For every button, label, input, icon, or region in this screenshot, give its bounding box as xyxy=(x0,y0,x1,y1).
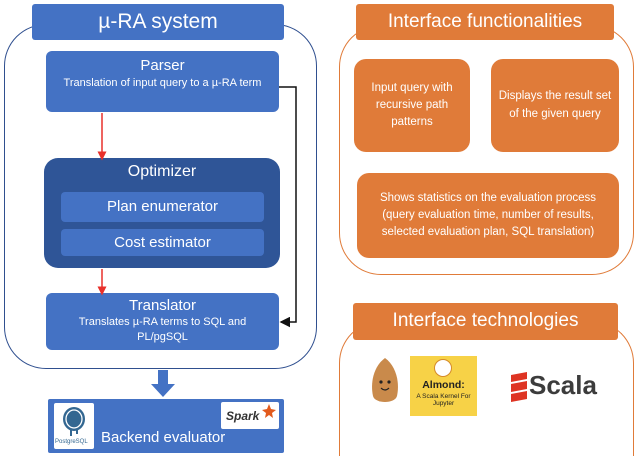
postgresql-label: PostgreSQL xyxy=(55,439,88,445)
backend-title: Backend evaluator xyxy=(101,429,226,446)
functionalities-title: Interface functionalities xyxy=(356,4,614,40)
display-result-text: Displays the result set of the given que… xyxy=(498,90,612,120)
translator-title: Translator xyxy=(129,297,196,314)
plan-enumerator-label: Plan enumerator xyxy=(107,198,218,215)
almond-subtitle: A Scala Kernel For Jupyter xyxy=(416,393,471,408)
translator-desc: Translates µ-RA terms to SQL and PL/pgSQ… xyxy=(78,316,247,343)
almond-logo: Almond: A Scala Kernel For Jupyter xyxy=(410,356,477,416)
spark-star-icon xyxy=(262,404,276,418)
translator-box: Translator Translates µ-RA terms to SQL … xyxy=(46,293,279,350)
cost-estimator-label: Cost estimator xyxy=(114,234,211,251)
postgresql-logo: PostgreSQL xyxy=(54,403,94,449)
spark-label: Spark xyxy=(226,409,260,423)
input-query-text: Input query with recursive path patterns xyxy=(371,81,453,129)
optimizer-box: Optimizer Plan enumerator Cost estimator xyxy=(44,158,280,268)
scala-label: Scala xyxy=(529,370,597,400)
spark-logo: Spark xyxy=(221,402,279,429)
almond-title: Almond: xyxy=(422,379,465,391)
parser-desc: Translation of input query to a µ-RA ter… xyxy=(63,77,262,89)
optimizer-title: Optimizer xyxy=(127,163,197,180)
backend-box: PostgreSQL Spark Backend evaluator xyxy=(48,399,284,453)
parser-title: Parser xyxy=(140,57,185,74)
postgresql-elephant-icon xyxy=(63,407,85,436)
scala-logo-icon xyxy=(511,372,527,402)
system-to-backend-arrow xyxy=(151,370,175,397)
input-query-box: Input query with recursive path patterns xyxy=(354,59,470,152)
system-title: µ-RA system xyxy=(32,4,284,40)
display-result-box: Displays the result set of the given que… xyxy=(491,59,619,152)
technologies-title: Interface technologies xyxy=(353,303,618,340)
plan-enumerator-box: Plan enumerator xyxy=(61,192,264,222)
parser-box: Parser Translation of input query to a µ… xyxy=(46,51,279,112)
statistics-text: Shows statistics on the evaluation proce… xyxy=(379,191,597,239)
almond-mascot-icon xyxy=(372,358,398,402)
statistics-box: Shows statistics on the evaluation proce… xyxy=(357,173,619,258)
cost-estimator-box: Cost estimator xyxy=(61,229,264,256)
almond-badge-icon xyxy=(434,359,452,377)
